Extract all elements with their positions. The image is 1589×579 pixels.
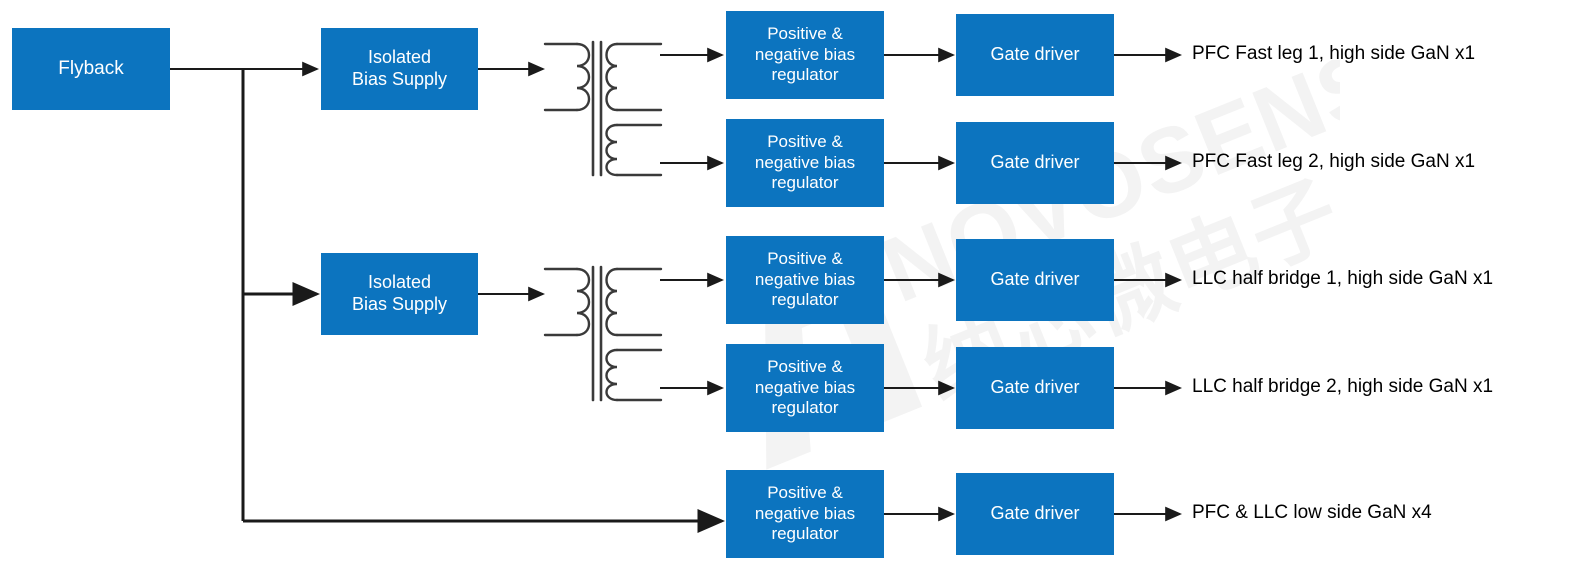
- gate-driver-label: Gate driver: [990, 269, 1080, 290]
- regulator-line2: negative bias: [754, 44, 856, 64]
- regulator-line1: Positive &: [767, 23, 843, 43]
- output-label-pfc-fast-leg-1: PFC Fast leg 1, high side GaN x1: [1192, 43, 1476, 64]
- output-label-pfc-fast-leg-2: PFC Fast leg 2, high side GaN x1: [1192, 151, 1476, 172]
- isolated-bias-supply-1-line1: Isolated: [367, 47, 432, 68]
- block-regulator-pfc-fast-leg-2[interactable]: Positive & negative bias regulator: [726, 119, 884, 207]
- isolated-bias-supply-1-line2: Bias Supply: [351, 69, 448, 89]
- gate-driver-label: Gate driver: [990, 377, 1080, 398]
- gate-driver-label: Gate driver: [990, 44, 1080, 65]
- regulator-line2: negative bias: [754, 269, 856, 289]
- output-label-pfc-llc-low-side: PFC & LLC low side GaN x4: [1192, 502, 1432, 523]
- regulator-line3: regulator: [771, 524, 839, 544]
- regulator-line3: regulator: [771, 173, 839, 193]
- isolated-bias-supply-2-line2: Bias Supply: [351, 294, 448, 314]
- output-label-llc-half-bridge-2: LLC half bridge 2, high side GaN x1: [1192, 376, 1494, 397]
- block-gate-driver-llc-half-bridge-1[interactable]: Gate driver: [956, 239, 1114, 321]
- regulator-line1: Positive &: [767, 131, 843, 151]
- block-isolated-bias-supply-2[interactable]: Isolated Bias Supply: [321, 253, 478, 335]
- transformer-2-symbol: [543, 265, 663, 402]
- block-regulator-llc-half-bridge-2[interactable]: Positive & negative bias regulator: [726, 344, 884, 432]
- isolated-bias-supply-2-line1: Isolated: [367, 272, 432, 293]
- transformer-1-symbol: [543, 40, 663, 177]
- regulator-line3: regulator: [771, 398, 839, 418]
- block-isolated-bias-supply-1[interactable]: Isolated Bias Supply: [321, 28, 478, 110]
- output-label-llc-half-bridge-1: LLC half bridge 1, high side GaN x1: [1192, 268, 1494, 289]
- block-gate-driver-pfc-fast-leg-1[interactable]: Gate driver: [956, 14, 1114, 96]
- block-flyback-label: Flyback: [58, 58, 124, 80]
- block-regulator-llc-half-bridge-1[interactable]: Positive & negative bias regulator: [726, 236, 884, 324]
- regulator-line2: negative bias: [754, 152, 856, 172]
- block-gate-driver-pfc-fast-leg-2[interactable]: Gate driver: [956, 122, 1114, 204]
- block-regulator-pfc-fast-leg-1[interactable]: Positive & negative bias regulator: [726, 11, 884, 99]
- regulator-line3: regulator: [771, 290, 839, 310]
- regulator-line2: negative bias: [754, 503, 856, 523]
- block-flyback[interactable]: Flyback: [12, 28, 170, 110]
- regulator-line2: negative bias: [754, 377, 856, 397]
- regulator-line1: Positive &: [767, 356, 843, 376]
- regulator-line3: regulator: [771, 65, 839, 85]
- block-gate-driver-pfc-llc-low-side[interactable]: Gate driver: [956, 473, 1114, 555]
- block-regulator-pfc-llc-low-side[interactable]: Positive & negative bias regulator: [726, 470, 884, 558]
- gate-driver-label: Gate driver: [990, 503, 1080, 524]
- gate-driver-label: Gate driver: [990, 152, 1080, 173]
- regulator-line1: Positive &: [767, 482, 843, 502]
- block-gate-driver-llc-half-bridge-2[interactable]: Gate driver: [956, 347, 1114, 429]
- regulator-line1: Positive &: [767, 248, 843, 268]
